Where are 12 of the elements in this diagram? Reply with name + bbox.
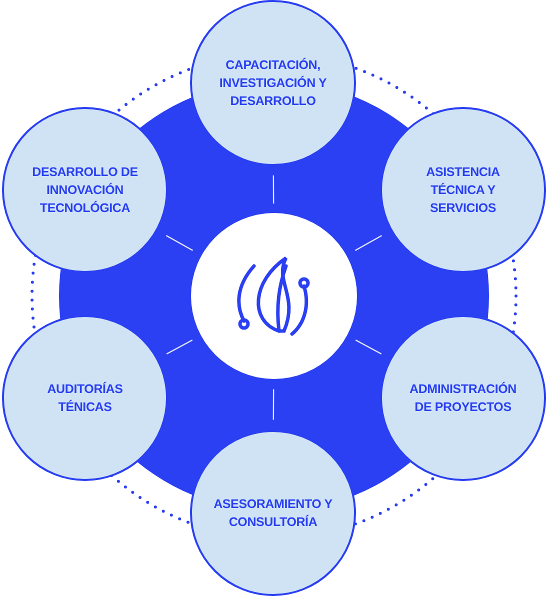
connector-line [166, 235, 194, 251]
service-label: ASISTENCIA TÉCNICA Y SERVICIOS [425, 164, 501, 218]
service-label: AUDITORÍAS TÉNICAS [46, 380, 124, 416]
service-label: ASESORAMIENTO Y CONSULTORÍA [213, 496, 333, 531]
service-label: CAPACITACIÓN, INVESTIGACIÓN Y DESARROLLO [218, 56, 328, 110]
connector-line [272, 389, 274, 420]
connector-line [166, 340, 193, 354]
service-label: DESARROLLO DE INNOVACIÓN TECNOLÓGICA [31, 164, 139, 218]
connector-line [354, 235, 382, 251]
service-label: ADMINISTRACIÓN DE PROYECTOS [408, 380, 518, 416]
connector-line [355, 340, 382, 354]
connector-line [272, 175, 274, 204]
